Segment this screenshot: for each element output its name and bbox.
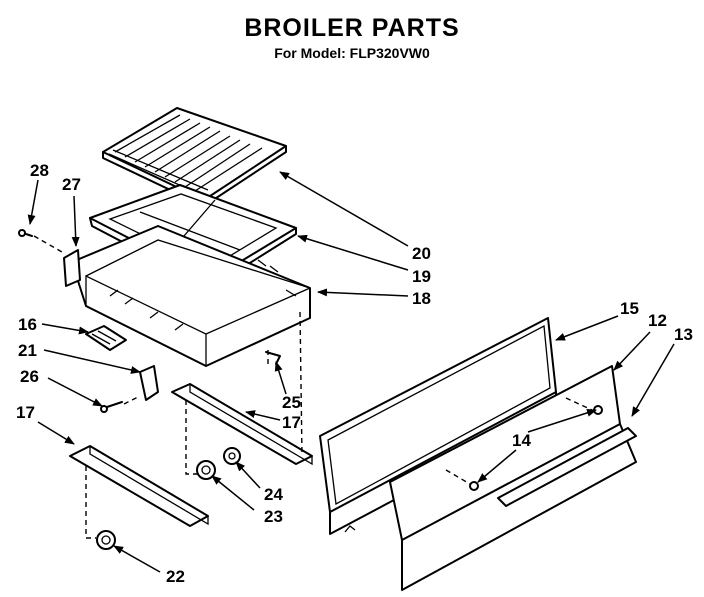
igniter-part	[139, 365, 159, 401]
bracket-16-part	[85, 325, 127, 351]
callout-28: 28	[30, 161, 49, 180]
callout-20: 20	[412, 244, 431, 263]
leader-lines	[27, 171, 675, 573]
diagram-title: BROILER PARTS	[244, 14, 460, 42]
callout-12: 12	[648, 311, 667, 330]
knob-22-part	[96, 530, 116, 550]
broiler-grid-part	[102, 107, 287, 207]
callout-15: 15	[620, 299, 639, 318]
callout-27: 27	[62, 175, 81, 194]
callout-19: 19	[412, 267, 431, 286]
callout-17-lower: 17	[16, 403, 35, 422]
callout-22: 22	[166, 567, 185, 586]
callout-25: 25	[282, 393, 301, 412]
callout-16: 16	[18, 315, 37, 334]
bushing-24-part	[223, 447, 241, 465]
outer-door-part	[389, 365, 637, 591]
callout-21: 21	[18, 341, 37, 360]
callout-18: 18	[412, 289, 431, 308]
knob-23-part	[196, 460, 216, 480]
callout-23: 23	[264, 507, 283, 526]
broiler-drawer-part	[63, 225, 311, 367]
callout-17-upper: 17	[282, 413, 301, 432]
slide-rail-lower-part	[69, 445, 209, 527]
callout-13: 13	[674, 325, 693, 344]
callout-14: 14	[512, 431, 531, 450]
assembly-lines	[33, 235, 593, 539]
diagram-subtitle: For Model: FLP320VW0	[274, 45, 430, 61]
slide-rail-upper-part	[171, 383, 313, 466]
callout-26: 26	[20, 367, 39, 386]
callout-24: 24	[264, 485, 283, 504]
door-handle-13-part	[497, 427, 637, 507]
